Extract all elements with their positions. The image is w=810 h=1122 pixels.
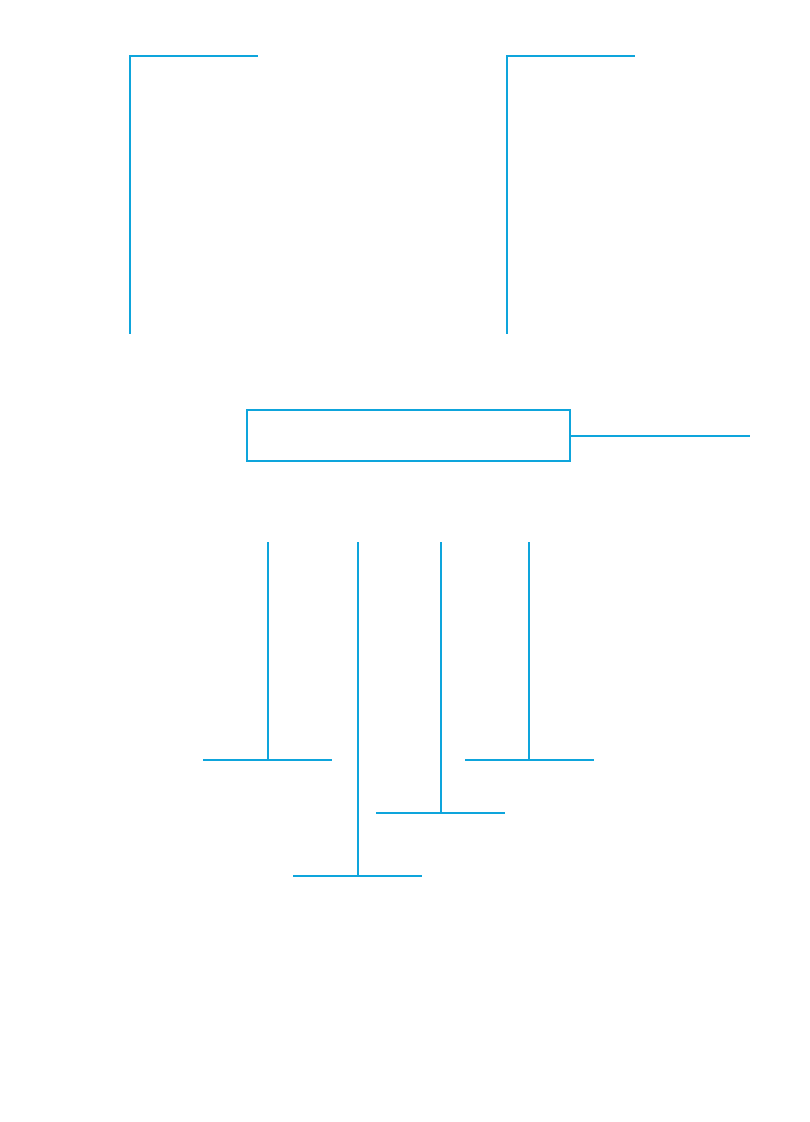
center-box <box>246 409 571 462</box>
top-left-bracket <box>129 55 258 334</box>
top-right-bracket <box>506 55 635 334</box>
